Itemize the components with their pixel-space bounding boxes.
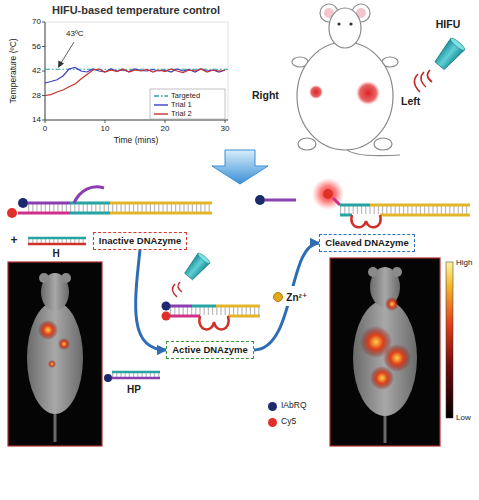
tumor-left <box>356 81 380 105</box>
strand-label: H <box>52 248 59 260</box>
edge-label: Zn²⁺ <box>286 292 307 303</box>
legend-line-sample <box>154 94 168 98</box>
annotation-arrow <box>61 42 74 63</box>
tick-label: 20 <box>161 124 170 133</box>
legend-swatch <box>268 418 277 427</box>
chart-title: HIFU-based temperature control <box>52 4 220 17</box>
colorbar-label: High <box>456 258 472 267</box>
hifu-icon-waves <box>172 282 182 297</box>
axes <box>45 22 228 120</box>
hp-strand <box>104 372 160 382</box>
axis-title: Time (mins) <box>114 136 159 146</box>
reaction-arrow <box>254 243 320 350</box>
legend-label: Targeted <box>171 92 200 101</box>
device-label: HIFU <box>436 18 461 30</box>
edge-label-patch: Zn²⁺ <box>270 286 310 306</box>
mouse-paw <box>374 138 392 150</box>
cleaved-dna-complex <box>255 178 470 227</box>
mouse-paw <box>298 138 316 150</box>
mouse-eye <box>349 22 352 25</box>
annotation: 43ºC <box>66 29 84 38</box>
flow-arrow <box>212 150 268 184</box>
axis-title: Temperature (ºC) <box>8 39 18 104</box>
tick-label: 42 <box>32 66 41 75</box>
plot-frame <box>45 22 228 120</box>
box-label: Cleaved DNAzyme <box>325 237 408 248</box>
tick-label: 0 <box>43 124 47 133</box>
legend-label: Cy5 <box>281 417 296 427</box>
box-label: Inactive DNAzyme <box>99 235 181 246</box>
colorbar-label: Low <box>456 413 471 422</box>
legend-frame <box>150 89 225 119</box>
color-bar <box>446 262 453 418</box>
mouse-eye <box>337 22 340 25</box>
legend-line-sample <box>154 112 168 116</box>
tick-label: 14 <box>32 115 41 124</box>
tick-marks <box>42 22 225 123</box>
side-label: Right <box>252 89 279 101</box>
tick-label: 30 <box>221 124 230 133</box>
tick-label: 70 <box>32 17 41 26</box>
zinc-ion <box>273 292 283 302</box>
box-label: Active DNAzyme <box>172 344 248 355</box>
mouse-head <box>329 8 361 48</box>
mouse-illustration <box>292 4 400 156</box>
active-dna-complex <box>162 302 261 330</box>
tick-label: 10 <box>101 124 110 133</box>
state-box: Inactive DNAzyme <box>93 232 187 249</box>
legend-label: Trial 1 <box>171 101 192 110</box>
tumor-right <box>309 85 323 99</box>
temperature-chart <box>42 22 228 123</box>
hifu-transducer <box>433 37 466 72</box>
annotation-arrowhead <box>58 61 64 69</box>
hifu-icon <box>183 252 211 282</box>
mouse-image-before <box>8 262 102 446</box>
state-box: Active DNAzyme <box>166 341 254 358</box>
reaction-arrow <box>136 250 167 350</box>
side-label: Left <box>401 95 420 107</box>
ultrasound-waves <box>414 70 432 92</box>
tick-label: 56 <box>32 42 41 51</box>
legend-label: IAbRQ <box>281 401 307 411</box>
inactive-dna-complex <box>7 187 212 218</box>
legend-label: Trial 2 <box>171 110 192 119</box>
legend-line-sample <box>154 103 168 107</box>
plus-sign: + <box>10 234 17 248</box>
state-box: Cleaved DNAzyme <box>319 234 414 251</box>
tick-label: 28 <box>32 91 41 100</box>
legend-swatch <box>268 402 277 411</box>
strand-label: HP <box>127 384 141 396</box>
h-strand <box>28 238 86 244</box>
mouse-body <box>297 42 393 150</box>
mouse-image-after <box>330 258 440 446</box>
